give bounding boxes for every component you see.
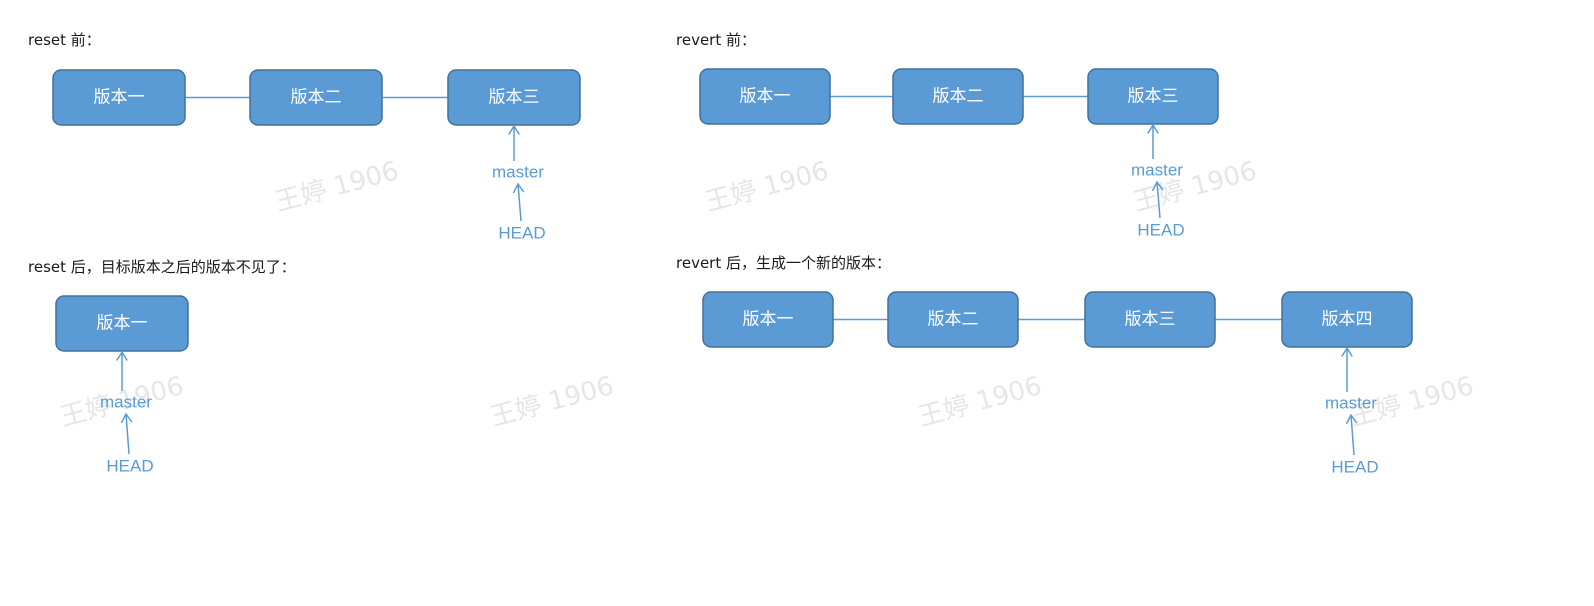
watermark-text: 王婷 1906 [272,156,402,218]
revert-after-node-label: 版本一 [743,310,794,330]
reset-after-head-arrow-head [120,412,133,424]
revert-after-branch-arrow-head [1341,346,1353,357]
reset-after-node-label: 版本一 [97,314,148,334]
reset-before-head-arrow-head [512,182,525,194]
reset-after-heading: reset 后，目标版本之后的版本不见了： [28,258,296,276]
reset-before-head-arrow [517,183,522,222]
watermark-text: 王婷 1906 [702,156,832,218]
revert-after-node-label: 版本三 [1125,310,1176,330]
revert-before-heading: revert 前： [676,31,756,49]
reset-before-branch-arrow-head [508,124,520,135]
revert-after-head-arrow [1350,414,1355,456]
revert-after-branch-label: master [1325,394,1377,413]
reset-before-branch-label: master [492,163,544,182]
revert-before-head-label: HEAD [1137,221,1184,240]
reset-before-node-box [249,69,383,126]
revert-before-node-box [699,68,831,125]
revert-before-head-arrow [1156,181,1161,219]
revert-before-node-label: 版本三 [1128,87,1179,107]
reset-before-heading: reset 前： [28,31,101,49]
revert-after-head-label: HEAD [1331,458,1378,477]
revert-before-node-label: 版本二 [933,87,984,107]
revert-after-heading: revert 后，生成一个新的版本： [676,254,891,272]
reset-before-node-box [52,69,186,126]
reset-before-node-label: 版本三 [489,88,540,108]
revert-before-branch-label: master [1131,161,1183,180]
reset-before-node-label: 版本二 [291,88,342,108]
reset-after-head-label: HEAD [106,457,153,476]
watermark-text: 王婷 1906 [915,371,1045,433]
revert-after-head-arrow-head [1345,413,1358,425]
revert-before-node-box [892,68,1024,125]
reset-before-head-label: HEAD [498,224,545,243]
reset-before-node-label: 版本一 [94,88,145,108]
reset-after-branch-label: master [100,393,152,412]
revert-after-node-label: 版本四 [1322,310,1373,330]
revert-after-node-box [1084,291,1216,348]
watermark-text: 王婷 1906 [487,371,617,433]
reset-after-head-arrow [125,413,130,455]
revert-after-node-box [702,291,834,348]
revert-before-branch-arrow-head [1147,123,1159,134]
reset-after-branch-arrow-head [116,350,128,361]
revert-before-head-arrow-head [1151,180,1164,192]
revert-before-node-label: 版本一 [740,87,791,107]
revert-after-node-label: 版本二 [928,310,979,330]
revert-after-node-box [887,291,1019,348]
